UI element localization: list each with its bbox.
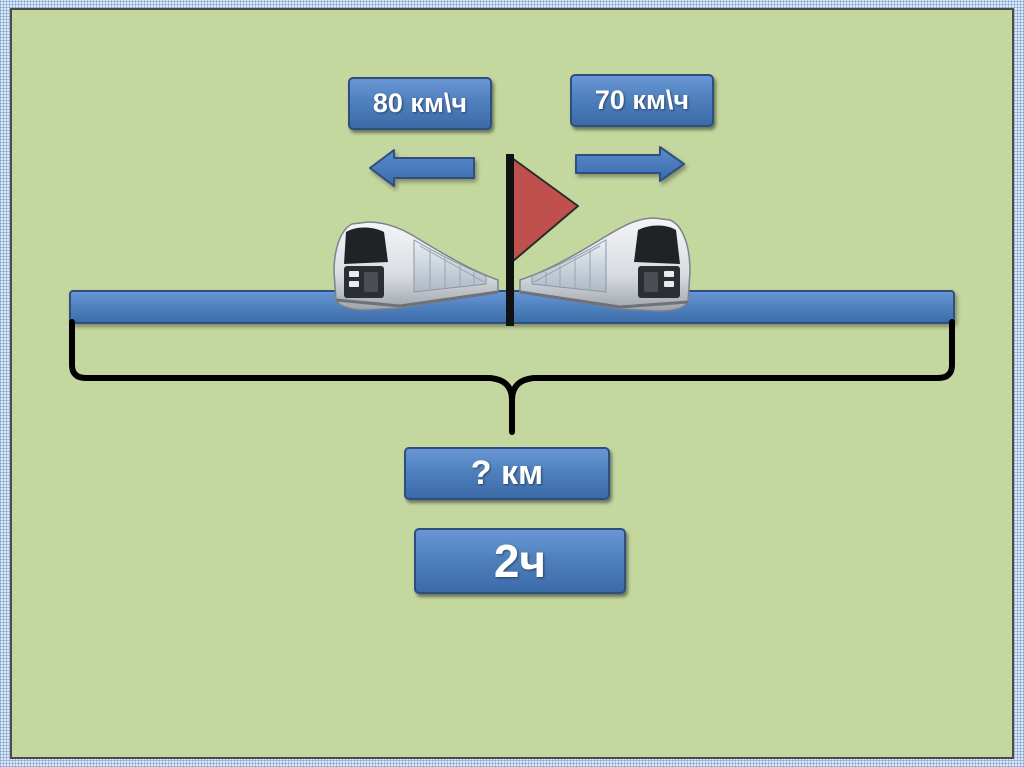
speed-right-label: 70 км\ч	[570, 74, 714, 127]
time-label: 2ч	[414, 528, 626, 594]
distance-brace	[69, 319, 955, 435]
flag-icon	[506, 154, 579, 326]
distance-label: ? км	[404, 447, 610, 500]
arrow-right-icon	[575, 146, 685, 182]
arrow-left-icon	[369, 149, 475, 187]
train-icon-left	[333, 221, 499, 311]
slide-canvas	[10, 8, 1014, 759]
speed-left-label: 80 км\ч	[348, 77, 492, 130]
train-icon-right	[519, 217, 691, 312]
